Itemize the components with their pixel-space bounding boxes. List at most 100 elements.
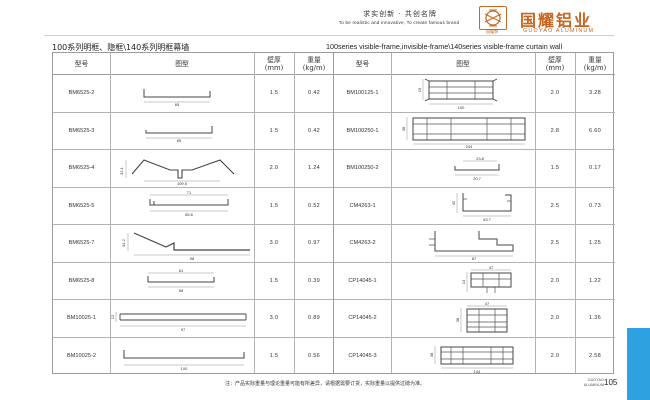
page-header: 求实创新 · 共创名牌 To be realistic and innovati… xyxy=(0,0,650,36)
model-number: CP14045-3 xyxy=(348,353,377,360)
model-number: BM6525-4 xyxy=(68,165,95,172)
table-header: 型号 图型 壁厚 (mm) 重量 (kg/m) xyxy=(53,53,333,75)
wall-thickness: 1.5 xyxy=(269,277,279,284)
table-header: 型号 图型 壁厚 (mm) 重量 (kg/m) xyxy=(334,53,615,75)
profile-drawing: 12 97 xyxy=(110,300,254,337)
profile-drawing: 87 xyxy=(391,225,535,262)
wall-thickness: 1.5 xyxy=(269,353,279,360)
profile-drawing: 47 38 xyxy=(391,300,535,337)
model-number: BM10025-1 xyxy=(67,315,96,322)
dimension-label: 144 xyxy=(474,369,481,374)
dimension-label: 109.5 xyxy=(177,181,188,186)
page-number: 105 xyxy=(604,378,618,387)
model-number: BM6525-8 xyxy=(68,277,95,284)
dimension-label: 65.6 xyxy=(185,212,194,217)
table-row: BM6525-7 31.2 98 3.0 0.97 xyxy=(53,225,333,263)
wall-thickness: 3.0 xyxy=(269,240,279,247)
dimension-label: 47 xyxy=(489,265,494,270)
model-number: BM6525-2 xyxy=(68,90,95,97)
table-row: BM6525-5 71 65.6 1.5 0.52 xyxy=(53,188,333,225)
dimension-label: 32.1 xyxy=(119,166,124,175)
table-row: BM10025-2 100 1.5 0.56 xyxy=(53,338,333,376)
wall-thickness: 2.0 xyxy=(550,277,560,284)
table-row: CM4263-2 87 2.5 1.25 xyxy=(334,225,615,263)
col-thickness-unit: (mm) xyxy=(264,64,284,72)
dimension-label: 87 xyxy=(472,256,477,261)
page-brand-line2: ALUMINUM xyxy=(583,382,604,387)
brand-name-cn: 国耀铝业 xyxy=(520,11,593,30)
brand-logo-icon xyxy=(479,6,507,30)
brand-name-en: GUOYAO ALUMINUM xyxy=(523,28,595,34)
unit-weight: 0.42 xyxy=(307,127,321,134)
dimension-label: 98 xyxy=(190,256,195,261)
profile-drawing: 65 xyxy=(110,75,254,112)
table-row: BM6525-3 65 1.5 0.42 xyxy=(53,113,333,150)
unit-weight: 6.60 xyxy=(588,127,602,134)
product-table: 型号 图型 壁厚 (mm) 重量 (kg/m) BM6525-2 65 xyxy=(52,52,615,376)
model-number: CP14045-1 xyxy=(348,277,377,284)
col-thickness: 壁厚 (mm) xyxy=(254,53,294,75)
model-number: BM100125-1 xyxy=(346,90,379,97)
profile-drawing: 65 xyxy=(110,113,254,150)
table-row: BM100250-2 23.8 20.7 1.5 0.17 xyxy=(334,150,615,188)
col-weight-unit: (kg/m) xyxy=(583,64,607,72)
dimension-label: 23.8 xyxy=(476,156,485,161)
unit-weight: 1.24 xyxy=(307,165,321,172)
wall-thickness: 2.5 xyxy=(550,202,560,209)
dimension-label: 97 xyxy=(181,327,186,332)
table-row: BM6525-4 32.1 109.5 2.0 1.24 xyxy=(53,150,333,188)
unit-weight: 0.89 xyxy=(307,315,321,322)
table-row: CP14045-3 38 144 2.0 2.58 xyxy=(334,338,615,376)
unit-weight: 3.28 xyxy=(588,90,602,97)
dimension-label: 244 xyxy=(466,144,473,149)
unit-weight: 0.52 xyxy=(307,202,321,209)
footer-note: 注：产品实际重量与理论重量可能有所差异，请根据需要订货，实际重量以提供过磅为准。 xyxy=(224,381,425,387)
profile-drawing: 38 144 xyxy=(391,338,535,376)
col-weight-label: 重量 xyxy=(588,56,602,64)
profile-drawing: 38 244 xyxy=(391,113,535,149)
model-number: BM10025-2 xyxy=(67,353,96,360)
slogan-en: To be realistic and innovative, To creat… xyxy=(338,20,460,25)
wall-thickness: 1.5 xyxy=(269,90,279,97)
profile-drawing: 31.2 98 xyxy=(110,225,254,262)
page-brand: GUOYAO ALUMINUM xyxy=(582,378,604,387)
wall-thickness: 2.8 xyxy=(550,127,560,134)
dimension-label: 65 xyxy=(175,102,180,107)
col-drawing: 图型 xyxy=(175,60,189,68)
wall-thickness: 3.0 xyxy=(269,315,279,322)
unit-weight: 1.22 xyxy=(588,277,602,284)
dimension-label: 38 xyxy=(401,126,406,131)
dimension-label: 19 xyxy=(417,87,422,92)
table-row: CM4263-1 42 53.7 2.5 0.73 xyxy=(334,188,615,225)
unit-weight: 1.36 xyxy=(588,315,602,322)
section-title-cn: 100系列明框、隐框\140系列明框幕墙 xyxy=(52,43,190,52)
profile-drawing: 19 100 xyxy=(391,75,535,112)
column-divider xyxy=(254,53,255,373)
unit-weight: 0.73 xyxy=(588,202,602,209)
unit-weight: 0.39 xyxy=(307,277,321,284)
wall-thickness: 1.5 xyxy=(269,202,279,209)
profile-drawing: 71 65.6 xyxy=(110,188,254,225)
dimension-label: 61 xyxy=(179,268,184,273)
model-number: BM100250-2 xyxy=(346,165,379,172)
table-row: BM10025-1 12 97 3.0 0.89 xyxy=(53,300,333,338)
profile-drawing: 23.8 20.7 xyxy=(391,150,535,187)
col-weight: 重量 (kg/m) xyxy=(294,53,334,75)
wall-thickness: 2.0 xyxy=(550,315,560,322)
profile-drawing: 32.1 109.5 xyxy=(110,150,254,187)
table-row: BM100125-1 19 100 2.0 3.28 xyxy=(334,75,615,113)
profile-drawing: 47 13 xyxy=(391,263,535,300)
table-right-half: 型号 图型 壁厚 (mm) 重量 (kg/m) BM100125-1 19 xyxy=(334,53,615,376)
profile-drawing: 42 53.7 xyxy=(391,188,535,225)
column-divider xyxy=(575,53,576,373)
col-thickness-label: 壁厚 xyxy=(548,56,562,64)
unit-weight: 0.17 xyxy=(588,165,602,172)
section-title-en: 100series visible-frame,invisible-frame\… xyxy=(326,42,563,51)
side-tab xyxy=(627,328,650,400)
model-number: BM6525-5 xyxy=(68,202,95,209)
model-number: CP14045-2 xyxy=(348,315,377,322)
column-divider xyxy=(294,53,295,373)
dimension-label: 100 xyxy=(458,105,465,110)
table-row: BM100250-1 38 244 2.8 6.60 xyxy=(334,113,615,150)
col-thickness-unit: (mm) xyxy=(545,64,565,72)
